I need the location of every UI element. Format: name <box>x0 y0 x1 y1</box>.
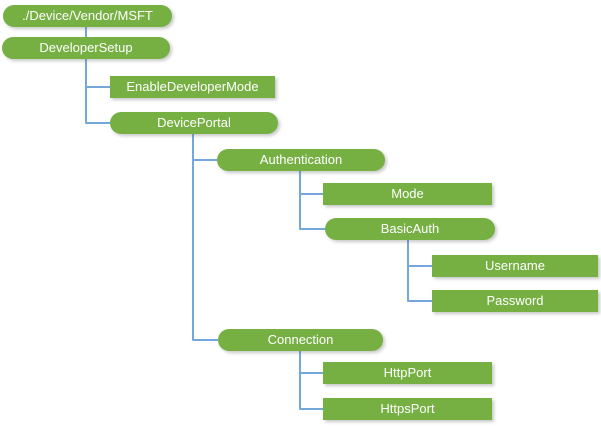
node-httpport: HttpPort <box>323 362 492 384</box>
node-authentication: Authentication <box>217 149 385 171</box>
node-developersetup: DeveloperSetup <box>2 37 170 59</box>
node-password: Password <box>432 290 598 312</box>
node-deviceportal: DevicePortal <box>110 112 278 134</box>
node-enabledevelopermode: EnableDeveloperMode <box>110 76 275 98</box>
connector-authentication-trunk <box>299 171 325 230</box>
connector-basicauth-trunk <box>407 240 432 302</box>
node-basicauth: BasicAuth <box>325 218 495 240</box>
connector-deviceportal-trunk <box>192 134 218 341</box>
node-username: Username <box>432 255 598 277</box>
node-device-vendor-msft: ./Device/Vendor/MSFT <box>3 5 172 27</box>
connector-connection-trunk <box>299 351 323 410</box>
node-mode: Mode <box>323 183 492 205</box>
connector-developersetup-trunk <box>85 59 110 124</box>
node-httpsport: HttpsPort <box>323 398 492 420</box>
node-connection: Connection <box>218 329 383 351</box>
